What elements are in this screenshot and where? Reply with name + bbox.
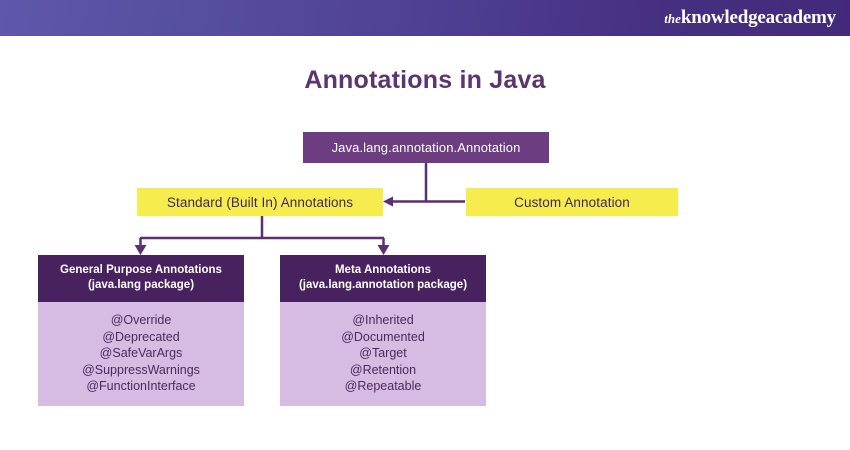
list-item: @FunctionInterface: [86, 379, 196, 394]
list-item: @Documented: [341, 329, 425, 344]
logo-name-text: knowledgeacademy: [680, 7, 836, 28]
node-custom-label: Custom Annotation: [514, 194, 630, 210]
list-item: @Override: [110, 313, 172, 327]
panel-meta-subtitle: (java.lang.annotation package): [298, 279, 468, 291]
list-item: @Inherited: [352, 313, 414, 327]
panel-meta-body: @Inherited @Documented @Target @Retentio…: [280, 302, 486, 406]
page-title: Annotations in Java: [304, 66, 546, 94]
panel-meta-title: Meta Annotations: [334, 264, 432, 276]
node-standard-label: Standard (Built In) Annotations: [166, 194, 354, 210]
list-item: @SafeVarArgs: [99, 346, 183, 361]
list-item: @Target: [359, 346, 407, 361]
list-item: @Deprecated: [102, 329, 180, 344]
node-root-label: Java.lang.annotation.Annotation: [331, 140, 521, 155]
logo-knowledge-academy: theknowledgeacademy: [664, 7, 836, 29]
panel-general-purpose-subtitle: (java.lang package): [87, 279, 195, 291]
panel-meta-header: Meta Annotations (java.lang.annotation p…: [280, 255, 486, 302]
node-root-annotation[interactable]: Java.lang.annotation.Annotation: [303, 132, 549, 163]
panel-general-purpose-annotations[interactable]: General Purpose Annotations (java.lang p…: [38, 255, 244, 406]
list-item: @Repeatable: [344, 379, 422, 394]
list-item: @Retention: [349, 362, 417, 377]
node-standard-annotations[interactable]: Standard (Built In) Annotations: [137, 188, 383, 216]
panel-general-purpose-header: General Purpose Annotations (java.lang p…: [38, 255, 244, 302]
node-custom-annotation[interactable]: Custom Annotation: [466, 188, 678, 216]
panel-general-purpose-title: General Purpose Annotations: [60, 264, 222, 276]
panel-general-purpose-body: @Override @Deprecated @SafeVarArgs @Supp…: [38, 302, 244, 406]
logo-the-text: the: [664, 11, 681, 26]
brand-banner: theknowledgeacademy: [0, 0, 850, 36]
list-item: @SuppressWarnings: [82, 362, 200, 377]
panel-meta-annotations[interactable]: Meta Annotations (java.lang.annotation p…: [280, 255, 486, 406]
